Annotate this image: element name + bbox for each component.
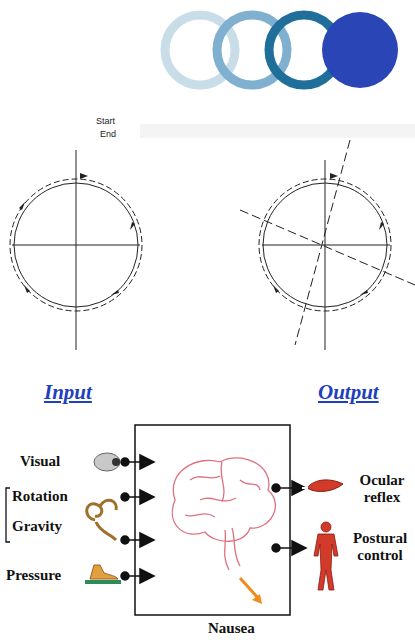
input-label: Pressure [6, 567, 61, 584]
input-label: Rotation [12, 488, 68, 505]
end-label: End [100, 129, 116, 139]
input-label: Gravity [12, 518, 62, 535]
start-label: Start [96, 116, 115, 126]
output-label: Ocular reflex [353, 472, 411, 507]
input-heading: Input [44, 380, 92, 405]
output-heading: Output [318, 380, 379, 405]
output-label: Postural control [349, 530, 411, 565]
input-label: Visual [20, 453, 60, 470]
side-effect-label: Nausea [208, 620, 255, 637]
